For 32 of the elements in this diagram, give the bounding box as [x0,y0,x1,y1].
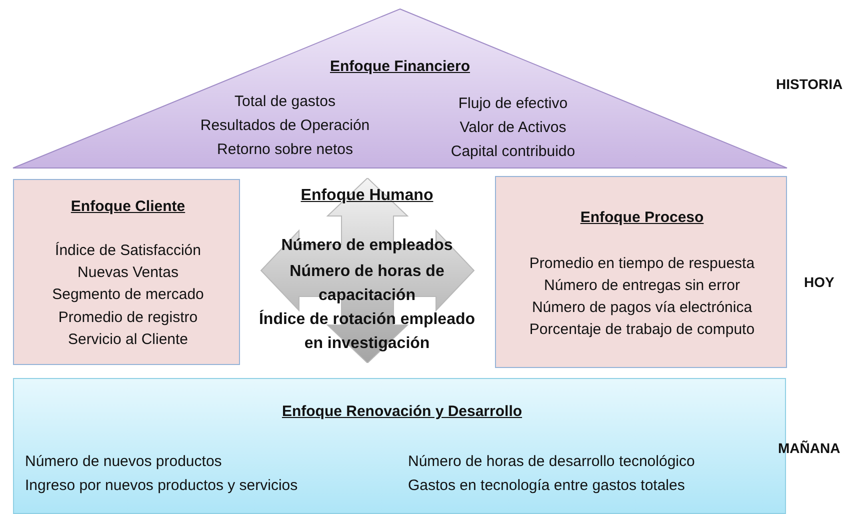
row-label: MAÑANA [778,440,840,456]
section-heading: Enfoque Cliente [70,198,186,216]
metric-text: Resultados de Operación [200,117,370,135]
section-heading: Número de empleados [281,236,453,256]
section-heading: Enfoque Financiero [330,58,470,76]
metric-text: Número de entregas sin error [544,277,740,295]
metric-text: Valor de Activos [460,119,566,137]
metric-text: Número de nuevos productos [25,453,222,471]
metric-text: Promedio de registro [58,309,198,327]
section-heading: Enfoque Proceso [580,209,704,227]
section-heading: Enfoque Renovación y Desarrollo [282,403,522,421]
focus-panel [13,179,240,365]
metric-text: Flujo de efectivo [458,95,568,113]
metric-text: Número de horas de desarrollo tecnológico [408,453,695,471]
metric-text: Retorno sobre netos [217,141,353,159]
section-heading: Índice de rotación empleado en investigación [258,308,476,354]
metric-text: Nuevas Ventas [78,264,178,282]
metric-text: Índice de Satisfacción [55,242,201,260]
section-heading: Número de horas de capacitación [288,262,446,306]
focus-panel [495,176,787,368]
row-label: HOY [804,274,834,290]
metric-text: Promedio en tiempo de respuesta [529,255,755,273]
row-label: HISTORIA [776,76,843,92]
metric-text: Capital contribuido [450,143,576,161]
metric-text: Total de gastos [234,93,336,111]
section-heading: Enfoque Humano [300,186,434,206]
metric-text: Porcentaje de trabajo de computo [529,321,755,339]
metric-text: Ingreso por nuevos productos y servicios [25,477,298,495]
metric-text: Segmento de mercado [52,286,204,304]
metric-text: Gastos en tecnología entre gastos totales [408,477,685,495]
metric-text: Número de pagos vía electrónica [532,299,752,317]
metric-text: Servicio al Cliente [68,331,188,349]
